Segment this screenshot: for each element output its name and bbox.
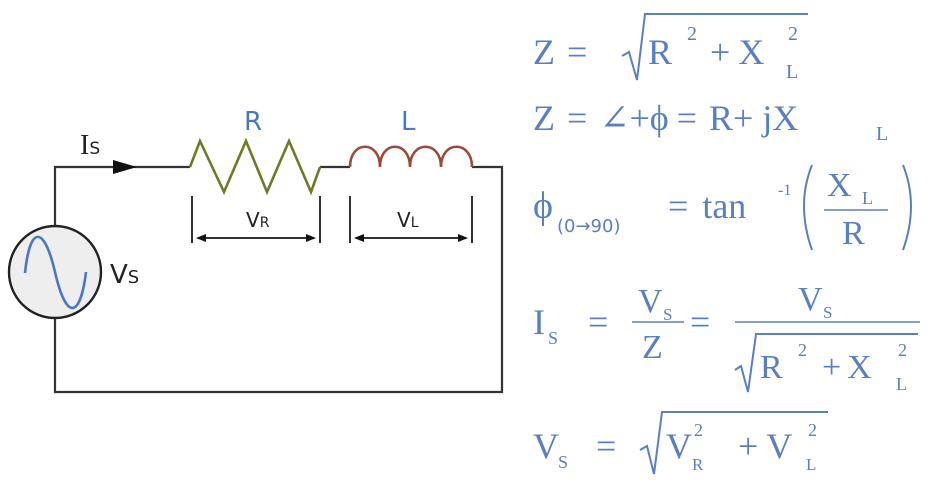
svg-text:+X: +X [710,32,764,72]
svg-text:V: V [798,281,823,318]
svg-text:R: R [842,215,865,252]
circuit-wires [53,165,504,394]
svg-text:2: 2 [808,420,817,440]
ac-sine-icon [23,235,88,310]
svg-text:=: = [596,426,616,466]
svg-text:S: S [823,303,832,322]
svg-text:+V: +V [738,426,792,466]
vr-label: VR [246,208,270,232]
formula-impedance-magnitude: Z= R 2 +X 2 L [533,13,808,83]
formula-supply-current: I S = V S Z = V S R 2 +X 2 L [533,281,920,394]
svg-text:V: V [533,426,559,466]
svg-text:=tan: =tan [668,186,746,226]
svg-text:2: 2 [687,23,697,45]
svg-text:=: = [690,302,710,342]
svg-text:R: R [648,32,672,72]
svg-text:ϕ: ϕ [533,185,553,227]
svg-text:2: 2 [694,420,703,440]
svg-text:S: S [548,328,558,348]
vl-bracket [349,196,473,243]
svg-text:R: R [760,349,783,386]
svg-text:L: L [806,455,816,474]
formula-impedance-complex: Z=∠+ϕ=R+ jX L [533,98,888,145]
resistor-label: R [244,107,262,137]
svg-text:I: I [533,302,545,342]
svg-text:L: L [876,123,888,145]
source-label: VS [110,260,139,290]
svg-text:Z=: Z= [533,32,587,72]
current-arrow-icon [113,160,137,174]
svg-text:V: V [666,426,692,466]
svg-text:R: R [692,455,704,474]
vr-bracket [191,196,321,243]
vl-label: VL [397,208,419,232]
inductor-symbol [348,145,474,168]
svg-text:X: X [827,167,852,204]
formula-phase-angle: ϕ (0→90) =tan -1 X L R [533,164,912,252]
inductor-label: L [401,107,416,137]
svg-text:+X: +X [822,349,872,386]
svg-text:(0→90): (0→90) [557,216,620,237]
resistor-symbol [188,137,322,196]
svg-text:2: 2 [788,23,798,45]
svg-text:2: 2 [798,340,807,360]
current-label: IS [80,130,100,161]
svg-text:Z: Z [642,329,663,366]
svg-text:L: L [786,61,798,83]
svg-text:Z=∠+ϕ=R+ jX: Z=∠+ϕ=R+ jX [533,98,798,138]
svg-text:2: 2 [898,340,907,360]
formula-supply-voltage: V S = V 2 R +V 2 L [533,411,828,475]
arrow-right-icon [306,234,316,242]
arrow-left-icon [196,234,206,242]
svg-text:S: S [558,452,568,472]
svg-text:-1: -1 [778,182,791,199]
arrow-right-icon [458,234,468,242]
svg-text:=: = [588,302,608,342]
arrow-left-icon [354,234,364,242]
svg-text:V: V [638,283,663,320]
svg-text:L: L [896,374,907,394]
svg-text:L: L [862,188,873,208]
svg-text:S: S [663,305,672,324]
